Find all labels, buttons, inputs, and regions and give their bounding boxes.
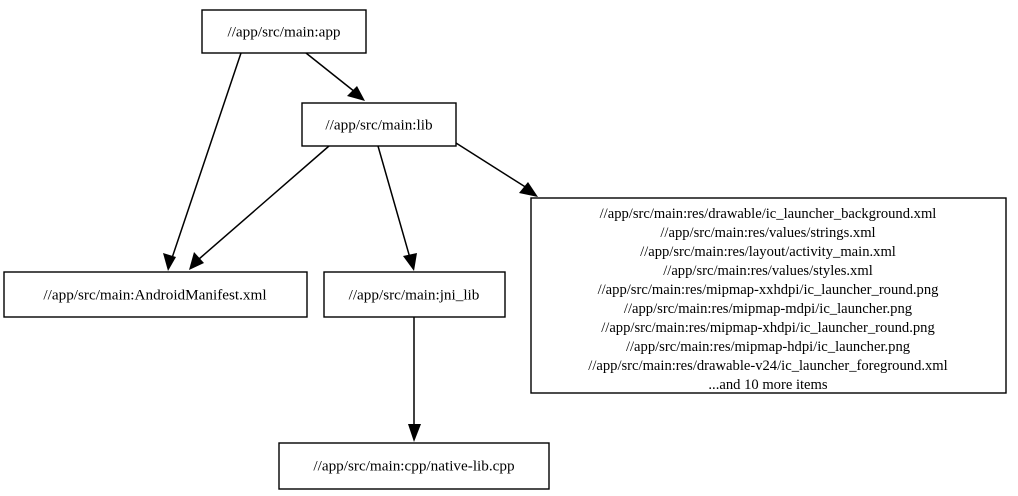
node-box[interactable] <box>301 102 457 147</box>
node-box[interactable] <box>278 442 550 490</box>
node-label: //app/src/main:app <box>227 23 340 40</box>
edge-line <box>305 52 356 93</box>
node-label: //app/src/main:lib <box>325 116 433 133</box>
edge-line <box>171 52 242 259</box>
resource-line: //app/src/main:res/drawable/ic_launcher_… <box>600 206 937 222</box>
resource-line: //app/src/main:res/mipmap-xhdpi/ic_launc… <box>601 320 935 336</box>
edge-app-to-manifest <box>163 52 242 271</box>
resource-line: //app/src/main:res/values/styles.xml <box>663 263 873 279</box>
resource-line: //app/src/main:res/drawable-v24/ic_launc… <box>588 358 947 374</box>
arrowhead-icon <box>519 182 538 197</box>
node-jni-lib[interactable]: //app/src/main:jni_lib <box>323 271 506 318</box>
node-box[interactable] <box>201 9 367 54</box>
arrowhead-icon <box>163 253 176 271</box>
node-android-manifest[interactable]: //app/src/main:AndroidManifest.xml <box>3 271 308 318</box>
node-resources[interactable]: //app/src/main:res/drawable/ic_launcher_… <box>530 197 1007 394</box>
resource-line: //app/src/main:res/mipmap-hdpi/ic_launch… <box>626 339 911 355</box>
node-label: //app/src/main:AndroidManifest.xml <box>43 286 266 303</box>
edge-lib-to-jni_lib <box>377 145 417 271</box>
arrowhead-icon <box>403 253 417 271</box>
arrowhead-icon <box>347 86 365 101</box>
edge-line <box>198 145 330 260</box>
resource-line: //app/src/main:res/mipmap-xxhdpi/ic_laun… <box>598 282 940 298</box>
edge-lib-to-manifest <box>189 145 330 270</box>
resource-line: //app/src/main:res/values/strings.xml <box>660 225 875 241</box>
node-box[interactable] <box>3 271 308 318</box>
edge-jni_lib-to-native_lib <box>408 317 421 442</box>
arrowhead-icon <box>189 252 204 270</box>
node-box[interactable] <box>530 197 1007 394</box>
edge-line <box>455 142 528 189</box>
node-box[interactable] <box>323 271 506 318</box>
arrowhead-icon <box>408 424 421 442</box>
resource-line: //app/src/main:res/mipmap-mdpi/ic_launch… <box>624 301 913 317</box>
edge-lib-to-resources <box>455 142 538 197</box>
node-label: //app/src/main:cpp/native-lib.cpp <box>313 457 514 474</box>
node-native-lib-cpp[interactable]: //app/src/main:cpp/native-lib.cpp <box>278 442 550 490</box>
node-label: //app/src/main:jni_lib <box>349 286 480 303</box>
edge-line <box>377 145 411 259</box>
edge-app-to-lib <box>305 52 365 101</box>
resource-line: //app/src/main:res/layout/activity_main.… <box>640 244 896 260</box>
node-app[interactable]: //app/src/main:app <box>201 9 367 54</box>
node-lib[interactable]: //app/src/main:lib <box>301 102 457 147</box>
resource-line: ...and 10 more items <box>708 377 827 393</box>
